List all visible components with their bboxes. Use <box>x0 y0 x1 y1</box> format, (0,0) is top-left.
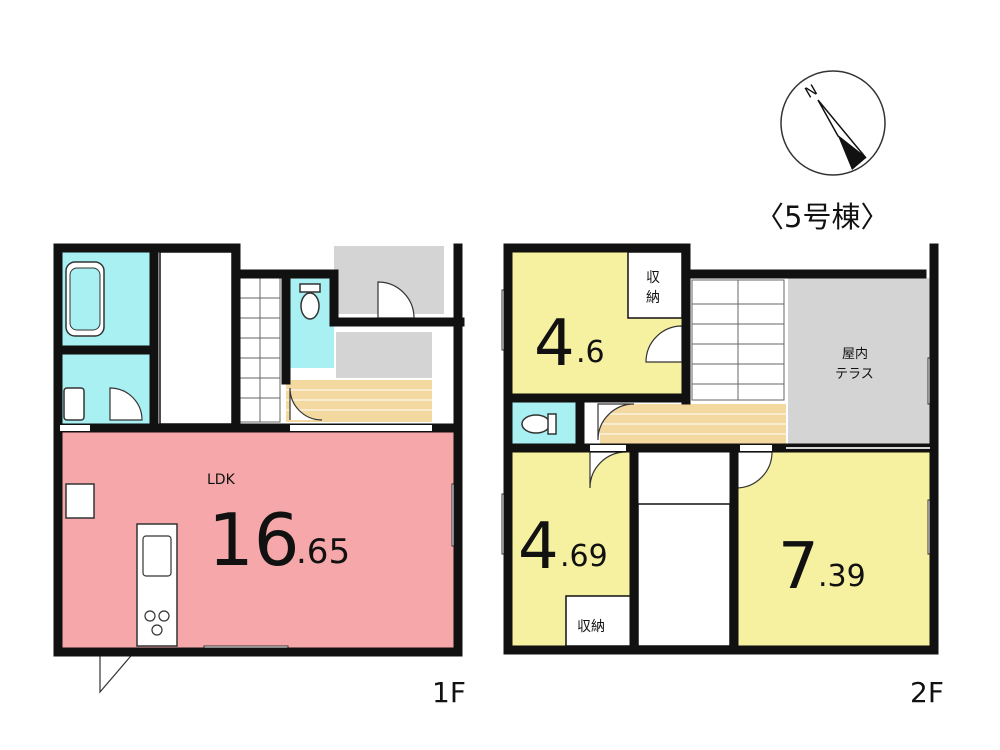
ldk-room <box>58 430 458 650</box>
stove-icon <box>144 610 170 636</box>
fridge-space <box>65 483 95 519</box>
closet-1f <box>159 251 233 425</box>
hall-floor-wood-1f <box>286 380 432 422</box>
door-swings-2f <box>589 325 773 489</box>
sink-icon <box>63 387 85 421</box>
floor1-plan: LDK 16 .65 1F <box>53 243 466 709</box>
bedroom-c <box>736 452 934 646</box>
storage-a-label-2: 納 <box>646 290 660 306</box>
room-c-size-frac: .39 <box>818 559 866 594</box>
terrace-label-1: 屋内 <box>842 346 868 362</box>
ldk-name: LDK <box>207 472 236 488</box>
stairs-2f <box>691 279 785 401</box>
room-a-size-main: 4 <box>534 307 575 381</box>
ldk-size-main: 16 <box>208 498 300 582</box>
storage-b-label: 収納 <box>577 619 605 635</box>
room-c-size-main: 7 <box>778 530 819 604</box>
floor2-label: 2F <box>910 676 944 709</box>
kitchen-sink-icon <box>142 535 172 577</box>
wood-grain-1f <box>286 389 432 411</box>
room-b-size-main: 4 <box>518 510 559 584</box>
terrace-label-2: テラス <box>835 367 874 382</box>
bathtub-inner <box>69 267 101 331</box>
entry-floor <box>336 332 432 378</box>
closet-2f <box>637 503 731 647</box>
toilet-tank-2f <box>547 413 557 435</box>
room-b-size-frac: .69 <box>560 539 608 574</box>
storage-a-label-1: 収 <box>646 270 660 286</box>
ldk-size-frac: .65 <box>296 532 350 572</box>
room-a-size-frac: .6 <box>576 335 605 370</box>
floor1-label: 1F <box>432 676 466 709</box>
walls-1f <box>53 243 465 657</box>
stairs-1f <box>239 277 281 423</box>
toilet-tank-1f <box>299 283 321 293</box>
toilet-icon-1f <box>300 292 320 320</box>
indoor-terrace <box>788 278 934 446</box>
storage-b <box>565 595 633 647</box>
north-arrow-hollow <box>817 99 867 159</box>
building-label: 〈5号棟〉 <box>755 200 889 234</box>
walls-2f <box>503 243 939 655</box>
wood-grain-2f <box>600 413 786 435</box>
compass: N <box>780 70 886 176</box>
floor2-plan: 4 .6 収 納 4 .69 収納 7 .39 屋内 テラス 2F <box>501 243 944 709</box>
toilet-icon-2f <box>521 414 551 434</box>
door-swings-1f <box>99 281 415 694</box>
